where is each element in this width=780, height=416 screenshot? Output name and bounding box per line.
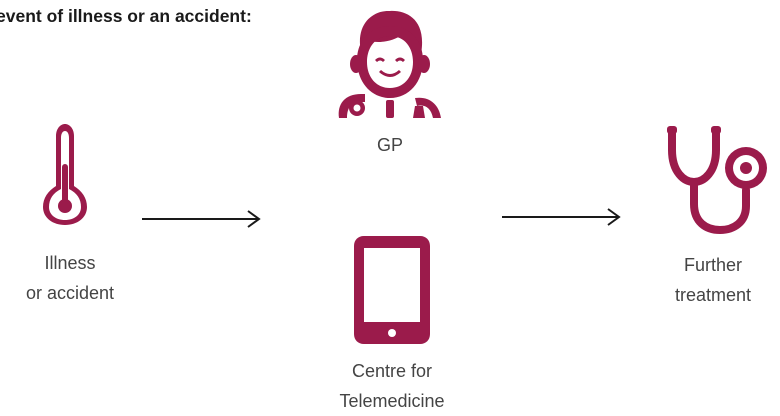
- stethoscope-icon: [667, 126, 767, 234]
- thermometer-icon: [43, 124, 87, 225]
- illness-label: Illness or accident: [25, 253, 115, 303]
- doctor-icon: [338, 10, 441, 118]
- arrow-right-icon: [502, 208, 621, 226]
- tablet-icon: [354, 236, 430, 344]
- diagram-heading: event of illness or an accident:: [0, 6, 252, 26]
- further-treatment-label: Further treatment: [674, 255, 752, 305]
- gp-label: GP: [376, 135, 403, 155]
- arrow-right-icon: [142, 210, 261, 228]
- telemedicine-label: Centre for Telemedicine: [339, 361, 445, 411]
